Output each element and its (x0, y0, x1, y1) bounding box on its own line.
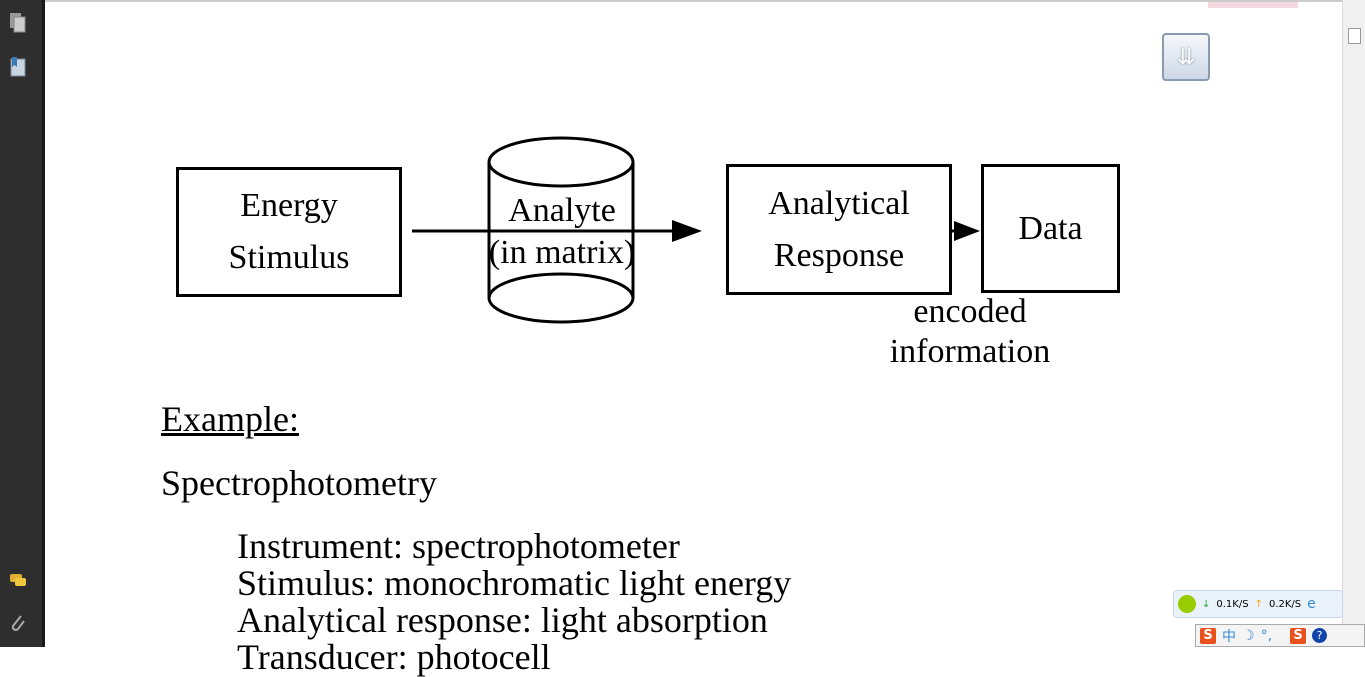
upload-speed: 0.2K/S (1268, 598, 1302, 610)
stimulus-line: Stimulus: monochromatic light energy (237, 563, 792, 603)
sogou-tray-icon[interactable]: S (1290, 627, 1307, 644)
attachments-icon[interactable] (9, 612, 27, 634)
scroll-thumb[interactable] (1348, 28, 1361, 44)
analytical-label: Analytical (768, 184, 910, 222)
data-box: Data (981, 164, 1120, 293)
vertical-scrollbar[interactable] (1342, 0, 1365, 647)
response-label: Response (773, 236, 905, 274)
punctuation-icon[interactable]: °, (1260, 627, 1273, 644)
scroll-mode-icon[interactable]: ⇊ (1162, 33, 1210, 81)
example-heading: Example: (161, 399, 299, 439)
analyte-cylinder (487, 136, 635, 324)
help-icon[interactable]: ? (1312, 628, 1328, 643)
page-edge-mark (1208, 2, 1298, 8)
analyte-label: Analyte (508, 192, 616, 229)
spectrophotometry-heading: Spectrophotometry (161, 463, 437, 503)
sogou-icon[interactable]: S (1200, 627, 1216, 644)
download-speed: 0.1K/S (1216, 598, 1249, 610)
comments-icon[interactable] (9, 570, 27, 592)
transducer-line: Transducer: photocell (237, 637, 551, 677)
upload-arrow-icon: ↑ (1254, 598, 1263, 610)
encoded-label: encoded (913, 293, 1027, 330)
response-line: Analytical response: light absorption (237, 600, 768, 640)
energy-label: Energy (240, 187, 338, 224)
security-guard-icon[interactable] (1178, 595, 1196, 613)
information-label: information (889, 333, 1051, 370)
in-matrix-label: (in matrix) (488, 234, 636, 271)
ime-mode[interactable]: 中 (1222, 628, 1236, 645)
download-arrow-icon: ↓ (1202, 598, 1211, 610)
left-navigation-panel (0, 0, 45, 647)
halfwidth-icon[interactable]: ☽ (1242, 627, 1255, 644)
bookmarks-icon[interactable] (9, 56, 27, 78)
network-speed-widget: ↓ 0.1K/S ↑ 0.2K/S e (1173, 590, 1343, 618)
instrument-line: Instrument: spectrophotometer (237, 526, 680, 566)
pages-icon[interactable] (9, 12, 27, 34)
arrows (412, 220, 980, 242)
ime-toolbar: S 中 ☽ °, S ? (1195, 624, 1365, 647)
stimulus-label: Stimulus (228, 239, 350, 276)
browser-icon[interactable]: e (1307, 596, 1316, 612)
data-label: Data (1018, 209, 1083, 247)
